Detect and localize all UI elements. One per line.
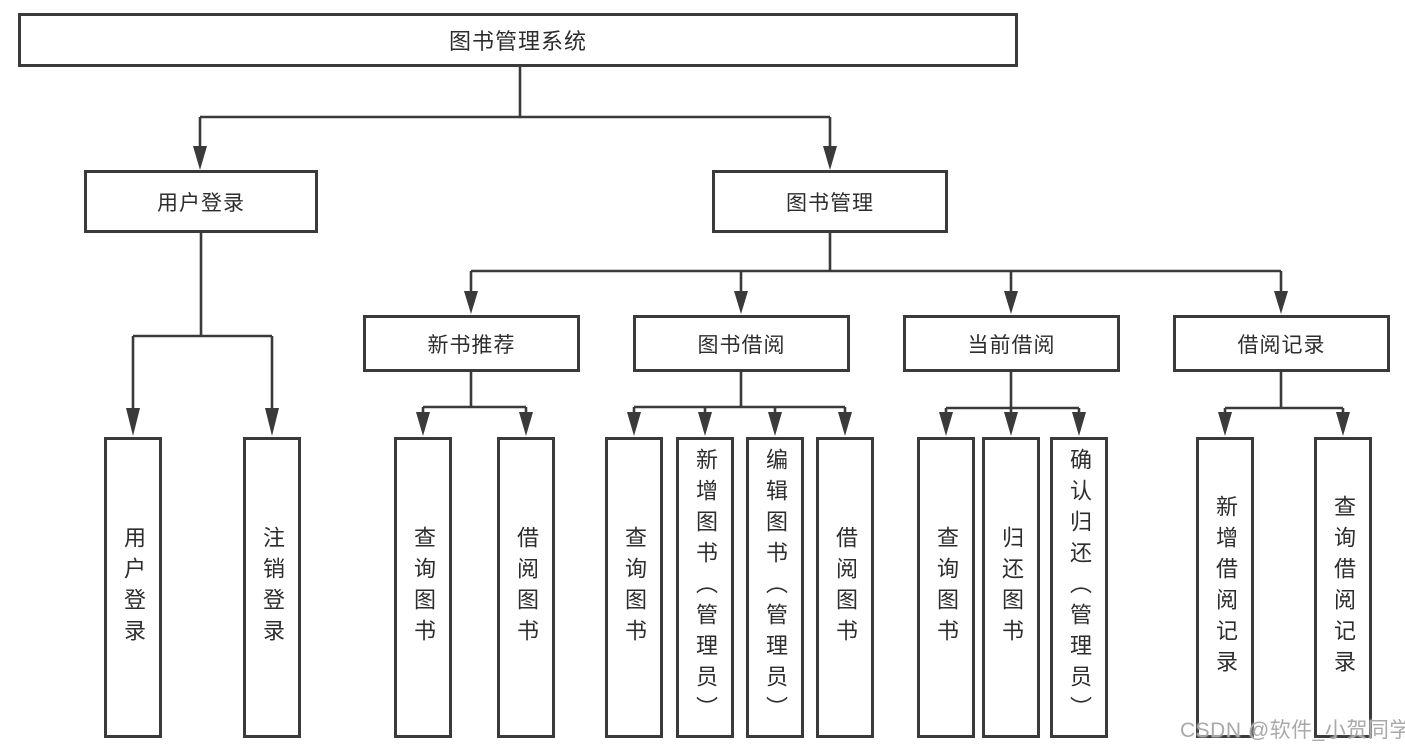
leaf-logout: 注销登录 [243, 437, 301, 738]
leaf-query-borrow-record: 查询借阅记录 [1314, 437, 1372, 738]
leaf-borrow-book-label: 借阅图书 [833, 525, 858, 650]
node-book-borrow: 图书借阅 [633, 315, 850, 372]
leaf-borrow-book-newbooks: 借阅图书 [497, 437, 555, 738]
node-borrow-records: 借阅记录 [1173, 315, 1390, 372]
leaf-add-book-admin-label: 新增图书（管理员） [693, 448, 718, 727]
leaf-edit-book-admin-label: 编辑图书（管理员） [763, 448, 788, 727]
leaf-add-borrow-record-label: 新增借阅记录 [1213, 494, 1238, 681]
leaf-borrow-book: 借阅图书 [816, 437, 874, 738]
leaf-user-login: 用户登录 [104, 437, 162, 738]
node-current-borrow: 当前借阅 [903, 315, 1120, 372]
leaf-query-borrow-record-label: 查询借阅记录 [1331, 494, 1356, 681]
leaf-query-book-newbooks: 查询图书 [394, 437, 452, 738]
node-book-management-label: 图书管理 [786, 191, 874, 215]
leaf-add-book-admin: 新增图书（管理员） [676, 437, 734, 738]
leaf-query-book-borrow-label: 查询图书 [622, 525, 647, 650]
node-book-borrow-label: 图书借阅 [697, 333, 786, 357]
node-current-borrow-label: 当前借阅 [967, 333, 1056, 357]
csdn-watermark: CSDN @软件_小贺同学 [1180, 719, 1405, 742]
leaf-edit-book-admin: 编辑图书（管理员） [746, 437, 804, 738]
node-new-book-recommend: 新书推荐 [363, 315, 580, 372]
node-new-book-recommend-label: 新书推荐 [427, 333, 516, 357]
leaf-query-book-current: 查询图书 [917, 437, 975, 738]
leaf-add-borrow-record: 新增借阅记录 [1196, 437, 1254, 738]
leaf-borrow-book-newbooks-label: 借阅图书 [514, 525, 539, 650]
node-root-system: 图书管理系统 [18, 13, 1018, 67]
leaf-confirm-return-admin: 确认归还（管理员） [1050, 437, 1108, 738]
node-user-login-label: 用户登录 [157, 191, 245, 215]
leaf-user-login-label: 用户登录 [121, 525, 146, 650]
node-book-management: 图书管理 [712, 170, 948, 233]
leaf-query-book-newbooks-label: 查询图书 [411, 525, 436, 650]
leaf-query-book-borrow: 查询图书 [605, 437, 663, 738]
node-borrow-records-label: 借阅记录 [1237, 333, 1326, 357]
node-root-system-label: 图书管理系统 [448, 29, 587, 54]
leaf-logout-label: 注销登录 [260, 525, 285, 650]
leaf-return-book: 归还图书 [982, 437, 1040, 738]
leaf-confirm-return-admin-label: 确认归还（管理员） [1067, 448, 1092, 727]
leaf-query-book-current-label: 查询图书 [934, 525, 959, 650]
node-user-login: 用户登录 [84, 170, 318, 233]
leaf-return-book-label: 归还图书 [999, 525, 1024, 650]
arrowhead-icons [126, 146, 1350, 436]
